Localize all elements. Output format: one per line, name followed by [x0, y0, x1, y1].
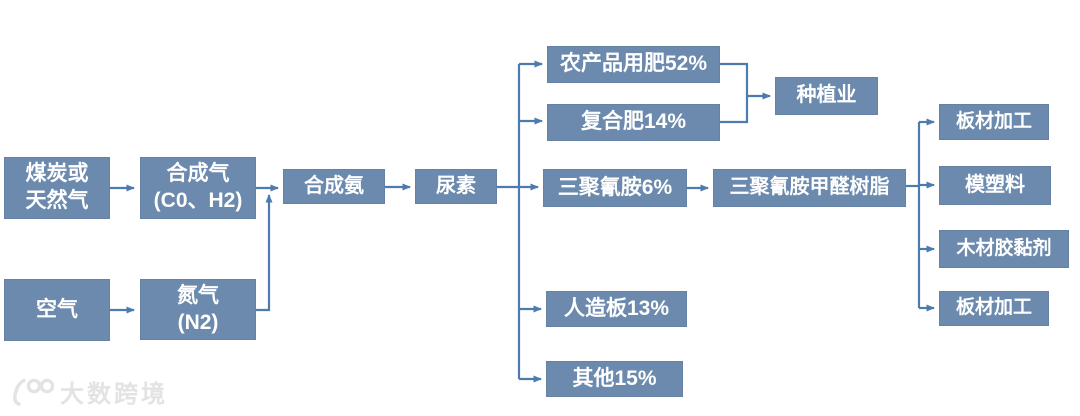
node-agricultural-fertilizer: 农产品用肥52% — [547, 46, 720, 83]
node-coal-or-natural-gas: 煤炭或 天然气 — [4, 157, 110, 219]
node-wood-adhesive: 木材胶黏剂 — [939, 230, 1069, 268]
node-melamine: 三聚氰胺6% — [543, 169, 687, 207]
edge-nitrogen-up-to-junction — [256, 194, 273, 312]
watermark-text: 大数跨境 — [60, 381, 168, 408]
edge-fertilizer-elbow — [720, 62, 749, 96]
node-artificial-board: 人造板13% — [546, 291, 687, 327]
node-planting-industry: 种植业 — [775, 77, 878, 115]
node-nitrogen: 氮气 (N2) — [140, 279, 256, 340]
node-molding-plastic: 模塑料 — [939, 166, 1051, 205]
node-compound-fertilizer: 复合肥14% — [547, 104, 720, 141]
node-urea: 尿素 — [415, 169, 497, 204]
node-other: 其他15% — [546, 361, 683, 397]
node-board-processing-1: 板材加工 — [939, 104, 1049, 140]
node-melamine-formaldehyde-resin: 三聚氰胺甲醛树脂 — [713, 169, 906, 207]
watermark-100-logo-icon — [13, 378, 54, 406]
edge-compound-elbow — [720, 96, 749, 124]
node-synthetic-ammonia: 合成氨 — [283, 169, 385, 204]
node-air: 空气 — [4, 279, 110, 341]
watermark: 大数跨境 — [8, 374, 168, 409]
node-board-processing-2: 板材加工 — [939, 291, 1049, 326]
node-syngas: 合成气 (C0、H2) — [140, 157, 256, 219]
